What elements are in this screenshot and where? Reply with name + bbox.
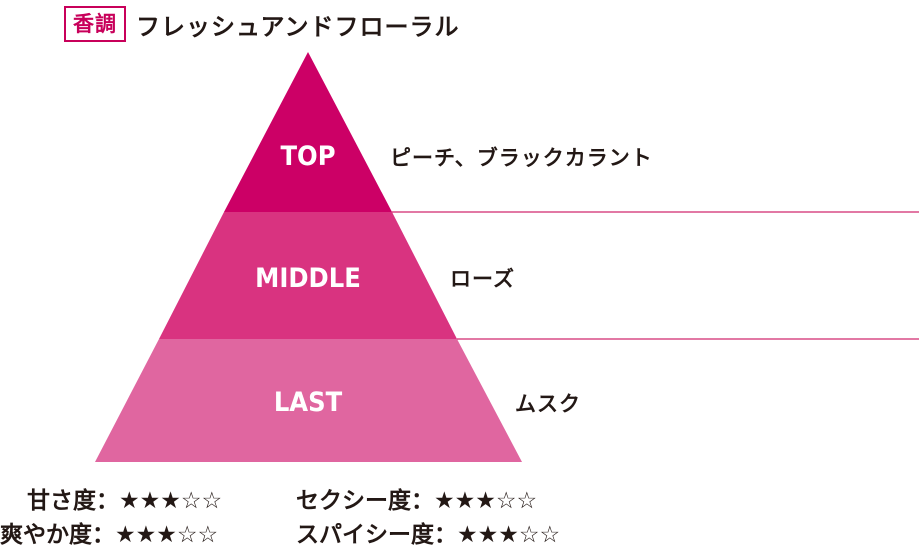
rating-stars: ★★★☆☆	[115, 522, 219, 548]
rating-stars: ★★★☆☆	[119, 488, 223, 514]
rating-label: セクシー度：	[296, 488, 434, 514]
top-notes: ピーチ、ブラックカラント	[390, 146, 653, 170]
last-notes: ムスク	[515, 392, 581, 416]
scent-header: 香調 フレッシュアンドフローラル	[64, 4, 460, 44]
tier-label-last: LAST	[274, 387, 343, 418]
rating-label: スパイシー度：	[296, 522, 457, 548]
rating-freshness: 爽やか度：★★★☆☆	[0, 520, 218, 550]
rating-label: 爽やか度：	[0, 522, 115, 548]
rating-sweetness: 甘さ度：★★★☆☆	[27, 486, 222, 516]
scent-name: フレッシュアンドフローラル	[136, 12, 460, 41]
pyramid-tier-top	[224, 52, 392, 212]
pyramid-tier-middle	[159, 212, 457, 339]
fragrance-pyramid: TOP MIDDLE LAST	[95, 52, 919, 462]
rating-stars: ★★★☆☆	[457, 522, 561, 548]
rating-spiciness: スパイシー度：★★★☆☆	[296, 520, 560, 550]
tier-label-middle: MIDDLE	[255, 263, 361, 294]
middle-notes: ローズ	[450, 267, 515, 291]
rating-label: 甘さ度：	[27, 488, 119, 514]
rating-stars: ★★★☆☆	[434, 488, 538, 514]
scent-badge: 香調	[64, 6, 126, 42]
pyramid-tier-last	[95, 339, 522, 462]
tier-label-top: TOP	[280, 141, 335, 172]
rating-sexiness: セクシー度：★★★☆☆	[296, 486, 537, 516]
